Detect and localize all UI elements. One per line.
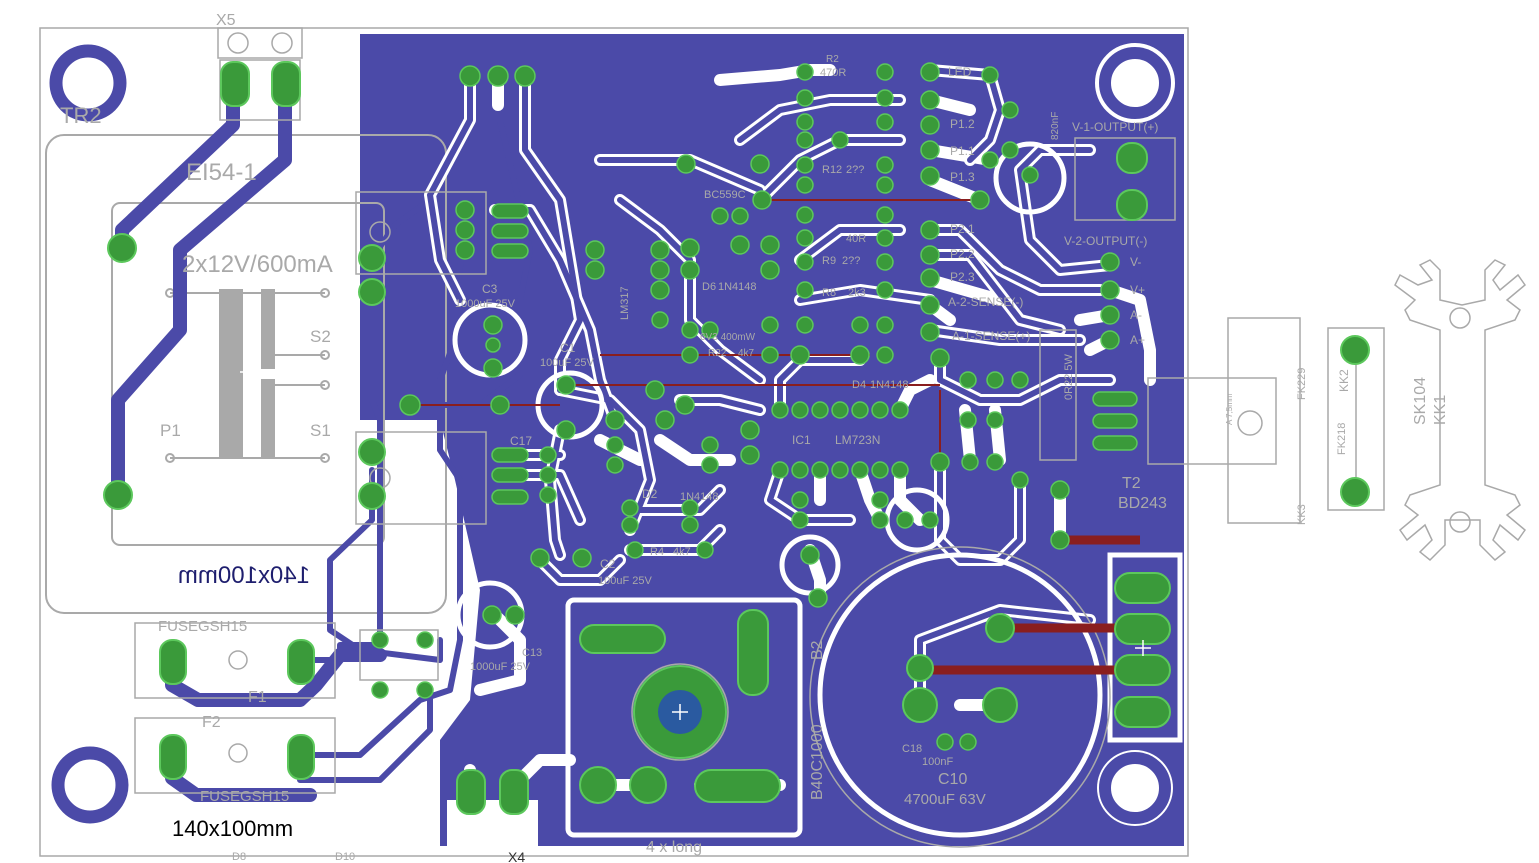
label-r9-value: 2?? (842, 255, 860, 267)
label-s2: S2 (310, 327, 331, 346)
pads-small (371, 62, 1138, 751)
label-led: LED (948, 65, 972, 79)
label-trafo-rating: 2x12V/600mA (182, 251, 333, 278)
label-ic1-part: LM723N (835, 433, 880, 447)
label-r2: R2 (826, 54, 839, 65)
mounting-hole-top-left (49, 44, 127, 122)
label-d8: D8 (232, 851, 246, 863)
mounting-hole-bottom-left (51, 746, 129, 824)
label-p1: P1 (160, 421, 181, 440)
label-zener: 6V3 400mW (700, 332, 756, 343)
label-r22-value: 4k7 (738, 348, 755, 359)
label-r7-value: 40R (846, 233, 866, 245)
label-shunt: 0R22 5W (1063, 354, 1075, 400)
label-c13-value: 1000uF 25V (470, 661, 531, 673)
silkscreen-labels: X5 TR2 EI54-1 2x12V/600mA S2 S1 P1 140x1… (60, 12, 1449, 863)
label-fuse-top: FUSEGSH15 (158, 618, 247, 635)
label-f2: F2 (202, 714, 221, 731)
label-bridge: B40C1000 (809, 724, 826, 800)
label-r22: R22 (708, 348, 727, 359)
label-c10: C10 (938, 771, 967, 788)
label-fk218: FK218 (1336, 423, 1348, 455)
label-kk1: KK1 (1432, 395, 1449, 425)
label-r2-value: 470R (820, 67, 846, 79)
label-d6: D6 (702, 281, 716, 293)
label-c3-value: 1000uF 25V (455, 298, 516, 310)
label-d2: D2 (642, 487, 658, 501)
label-c18: C18 (902, 743, 922, 755)
label-cap-820: 820nF (1050, 112, 1061, 140)
label-d10: D10 (335, 851, 355, 863)
label-ei54: EI54-1 (186, 159, 257, 186)
label-size-mirrored: 140x100mm (178, 562, 310, 589)
label-f1: F1 (248, 689, 267, 706)
pads-large (103, 61, 1370, 815)
label-v-minus: V- (1130, 255, 1141, 269)
label-sk104: SK104 (1412, 377, 1429, 425)
label-ic-opt: LM317 (619, 286, 631, 320)
label-c2-value: 100uF 25V (598, 575, 652, 587)
label-r4-value: 4k7 (673, 546, 691, 558)
label-d6-part: 1N4148 (718, 281, 757, 293)
label-a2-sense: A-2-SENSE(-) (948, 295, 1023, 309)
label-four-long: 4 x long (646, 839, 702, 856)
label-c1-value: 100uF 25V (540, 357, 594, 369)
label-t2: T2 (1122, 475, 1141, 492)
label-s1: S1 (310, 421, 331, 440)
primary-traces (111, 73, 387, 802)
label-c18-value: 100nF (922, 756, 953, 768)
label-p2-1: P2.1 (950, 222, 975, 236)
board-outline (39, 27, 1189, 857)
label-p2-3: P2.3 (950, 270, 975, 284)
label-v2-out: V-2-OUTPUT(-) (1064, 234, 1147, 248)
label-p1-2: P1.2 (950, 117, 975, 131)
label-c10-value: 4700uF 63V (904, 791, 986, 808)
label-size: 140x100mm (172, 816, 293, 841)
label-r12: R12 (822, 164, 842, 176)
label-r9: R9 (822, 255, 836, 267)
label-r8-value: 2k3 (848, 287, 866, 299)
origin-markers (240, 364, 1468, 720)
label-d4-part: 1N4148 (870, 379, 909, 391)
label-x5: X5 (216, 12, 236, 29)
label-r8: R8 (822, 287, 836, 299)
transformer-outline (45, 134, 447, 614)
label-b2: B2 (809, 640, 826, 660)
label-bc: BC559C (704, 189, 746, 201)
label-p1-3: P1.3 (950, 170, 975, 184)
label-fk229: FK229 (1296, 368, 1308, 400)
label-c1: C1 (560, 341, 576, 355)
label-v1-out: V-1-OUTPUT(+) (1072, 120, 1158, 134)
label-c2: C2 (600, 557, 616, 571)
label-d2-part: 1N4148 (680, 491, 719, 503)
label-a1-sense: A-1-SENSE(+) (952, 329, 1030, 343)
label-r4: R4 (650, 546, 664, 558)
label-v-plus: V+ (1130, 283, 1145, 297)
label-p1-1: P1.1 (950, 144, 975, 158)
label-x4: X4 (508, 849, 525, 863)
label-a-minus: A- (1130, 308, 1142, 322)
label-kk3: KK3 (1296, 504, 1308, 525)
label-fuse-bottom: FUSEGSH15 (200, 788, 289, 805)
label-t2-part: BD243 (1118, 495, 1167, 512)
label-c17: C17 (510, 434, 532, 448)
label-tr2: TR2 (60, 103, 102, 128)
heatsink-sk104 (1394, 259, 1527, 562)
label-kk2: KK2 (1337, 369, 1351, 392)
label-d4: D4 (852, 379, 866, 391)
label-p2-2: P2.2 (950, 247, 975, 261)
label-c13: C13 (522, 647, 542, 659)
drill-holes (1113, 61, 1157, 810)
copper-traces (427, 67, 1113, 703)
label-a-plus: A+ (1130, 333, 1145, 347)
label-ic1: IC1 (792, 433, 811, 447)
label-c3: C3 (482, 282, 498, 296)
label-sink-dim: A 7,5mm (1225, 393, 1234, 425)
label-r12-value: 2?? (846, 164, 864, 176)
